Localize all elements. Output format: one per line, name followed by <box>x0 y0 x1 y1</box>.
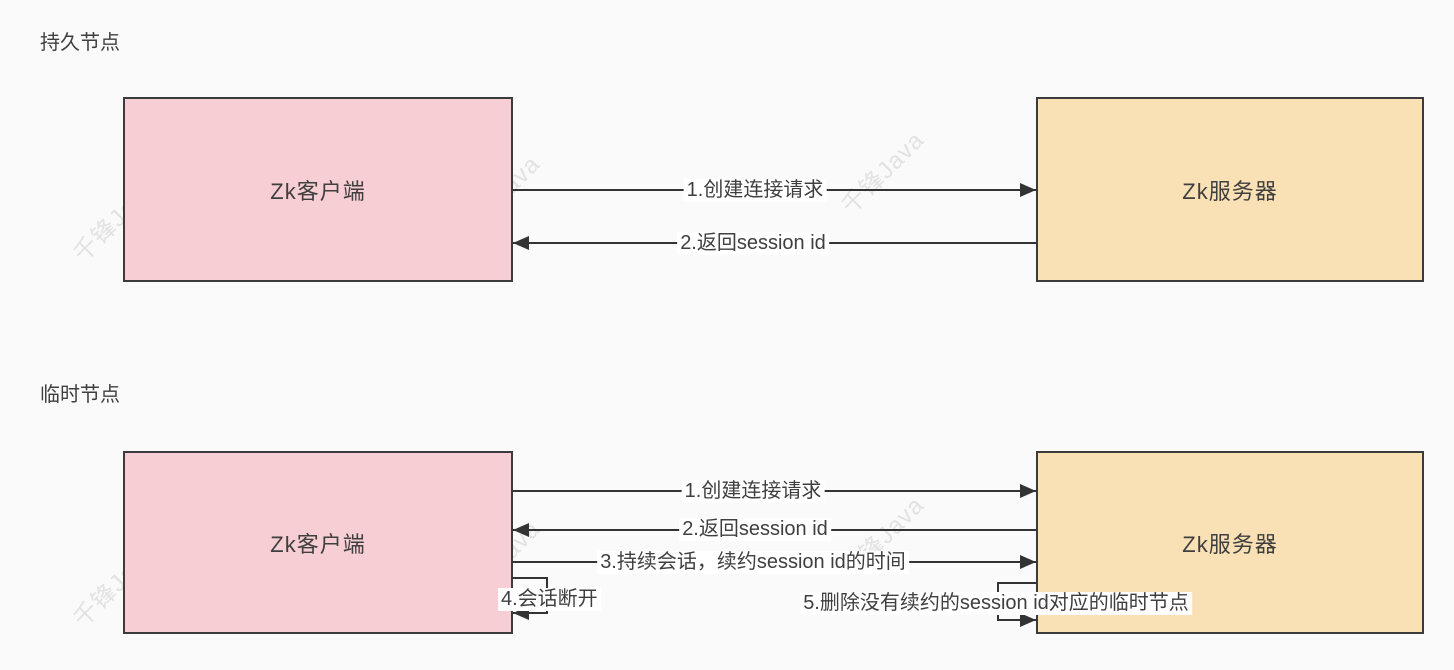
message-label-return-session-id: 2.返回session id <box>679 518 831 541</box>
message-label-keep-session: 3.持续会话，续约session id的时间 <box>597 551 909 574</box>
arrowhead-left-icon <box>513 523 529 537</box>
message-label-session-disconnect: 4.会话断开 <box>498 588 601 611</box>
section-title-ephemeral-node: 临时节点 <box>40 384 120 406</box>
zk-server-box-ephemeral: Zk服务器 <box>1036 451 1424 634</box>
message-label-delete-ephemeral-nodes: 5.删除没有续约的session id对应的临时节点 <box>800 592 1192 615</box>
watermark-text: 千锋Java <box>836 126 930 220</box>
arrowhead-right-icon <box>1020 183 1036 197</box>
zk-server-label: Zk服务器 <box>1182 178 1278 204</box>
zk-client-label: Zk客户端 <box>270 178 366 204</box>
zk-server-label: Zk服务器 <box>1182 531 1278 557</box>
zk-client-label: Zk客户端 <box>270 531 366 557</box>
selfloop-client-bottom-line <box>513 612 548 614</box>
zk-client-box-ephemeral: Zk客户端 <box>123 451 513 634</box>
arrowhead-left-icon <box>513 236 529 250</box>
arrowhead-right-icon <box>1020 484 1036 498</box>
arrowhead-right-icon <box>1020 613 1036 627</box>
selfloop-server-bottom-line <box>997 619 1036 621</box>
message-label-return-session-id: 2.返回session id <box>677 232 829 255</box>
message-label-create-connection: 1.创建连接请求 <box>683 179 827 202</box>
selfloop-client-top-line <box>513 577 548 579</box>
selfloop-server-top-line <box>997 582 1036 584</box>
zk-server-box-persistent: Zk服务器 <box>1036 97 1424 282</box>
arrowhead-right-icon <box>1020 555 1036 569</box>
section-title-persistent-node: 持久节点 <box>40 32 120 54</box>
zk-client-box-persistent: Zk客户端 <box>123 97 513 282</box>
message-label-create-connection: 1.创建连接请求 <box>681 480 825 503</box>
